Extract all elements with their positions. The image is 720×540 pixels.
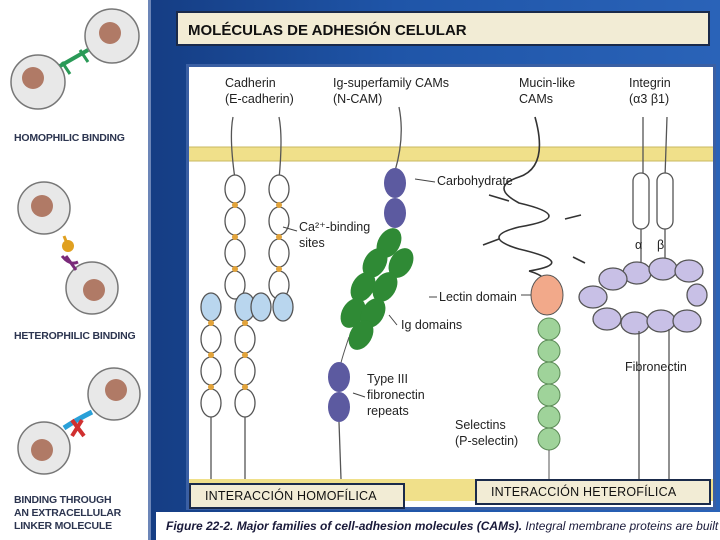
heterophilic-interaction-badge: INTERACCIÓN HETEROFÍLICA (475, 479, 711, 505)
caption-rest: Integral membrane proteins are built of (522, 519, 720, 533)
lectin-domain-shape (530, 274, 564, 316)
homophilic-interaction-label: INTERACCIÓN HOMOFÍLICA (205, 489, 377, 503)
mucin-subheader: CAMs (519, 92, 553, 106)
left-illustration-panel: HOMOPHILIC BINDING HETEROPHILIC BINDING … (0, 0, 151, 540)
fibronectin-label: Fibronectin (625, 360, 687, 374)
ig-cam-molecule (328, 106, 414, 480)
heterophilic-interaction-label: INTERACCIÓN HETEROFÍLICA (491, 485, 677, 499)
upper-membrane (189, 147, 713, 161)
ca-binding-label-1: Ca²⁺-binding (299, 220, 370, 234)
leader-lines (282, 178, 531, 398)
ig-cam-subheader: (N-CAM) (333, 92, 382, 106)
heterophilic-illustration (17, 181, 119, 315)
linker-binding-label-line2: AN EXTRACELLULAR (14, 507, 122, 519)
binding-illustrations (10, 8, 141, 475)
selectins-label-2: (P-selectin) (455, 434, 518, 448)
integrin-subheader: (α3 β1) (629, 92, 669, 106)
type3-label-3: repeats (367, 404, 409, 418)
alpha-label: α (635, 238, 642, 252)
cadherin-subheader: (E-cadherin) (225, 92, 294, 106)
slide-title: MOLÉCULAS DE ADHESIÓN CELULAR (188, 22, 467, 39)
linker-binding-label-line1: BINDING THROUGH (14, 494, 112, 506)
selectins-label-1: Selectins (455, 418, 506, 432)
lectin-domain-label: Lectin domain (439, 290, 517, 304)
figure-caption: Figure 22-2. Major families of cell-adhe… (156, 512, 720, 540)
cadherin-header: Cadherin (225, 76, 276, 90)
mucin-molecule (482, 116, 586, 286)
homophilic-binding-label: HOMOPHILIC BINDING (14, 132, 125, 144)
cam-diagram: Cadherin (E-cadherin) Ig-superfamily CAM… (189, 76, 713, 501)
cadherin-molecules (200, 116, 294, 479)
beta-label: β (657, 238, 664, 252)
selectin-chain (537, 317, 561, 479)
caption-bold: Figure 22-2. Major families of cell-adhe… (166, 519, 523, 533)
linker-binding-label-line3: LINKER MOLECULE (14, 520, 112, 532)
ca-binding-label-2: sites (299, 236, 325, 250)
slide-title-box: MOLÉCULAS DE ADHESIÓN CELULAR (176, 11, 710, 46)
homophilic-interaction-badge: INTERACCIÓN HOMOFÍLICA (189, 483, 405, 509)
ig-domains-label: Ig domains (401, 318, 462, 332)
heterophilic-binding-label: HETEROPHILIC BINDING (14, 330, 136, 342)
type3-label-2: fibronectin (367, 388, 425, 402)
linker-illustration (17, 367, 141, 475)
ig-cam-header: Ig-superfamily CAMs (333, 76, 449, 90)
carbohydrate-label: Carbohydrate (437, 174, 513, 188)
cam-families-figure: Cadherin (E-cadherin) Ig-superfamily CAM… (186, 64, 716, 510)
type3-label-1: Type III (367, 372, 408, 386)
integrin-molecule (578, 116, 708, 479)
mucin-header: Mucin-like (519, 76, 575, 90)
ca-binding-dots (208, 202, 282, 390)
homophilic-illustration (10, 8, 140, 110)
integrin-header: Integrin (629, 76, 671, 90)
